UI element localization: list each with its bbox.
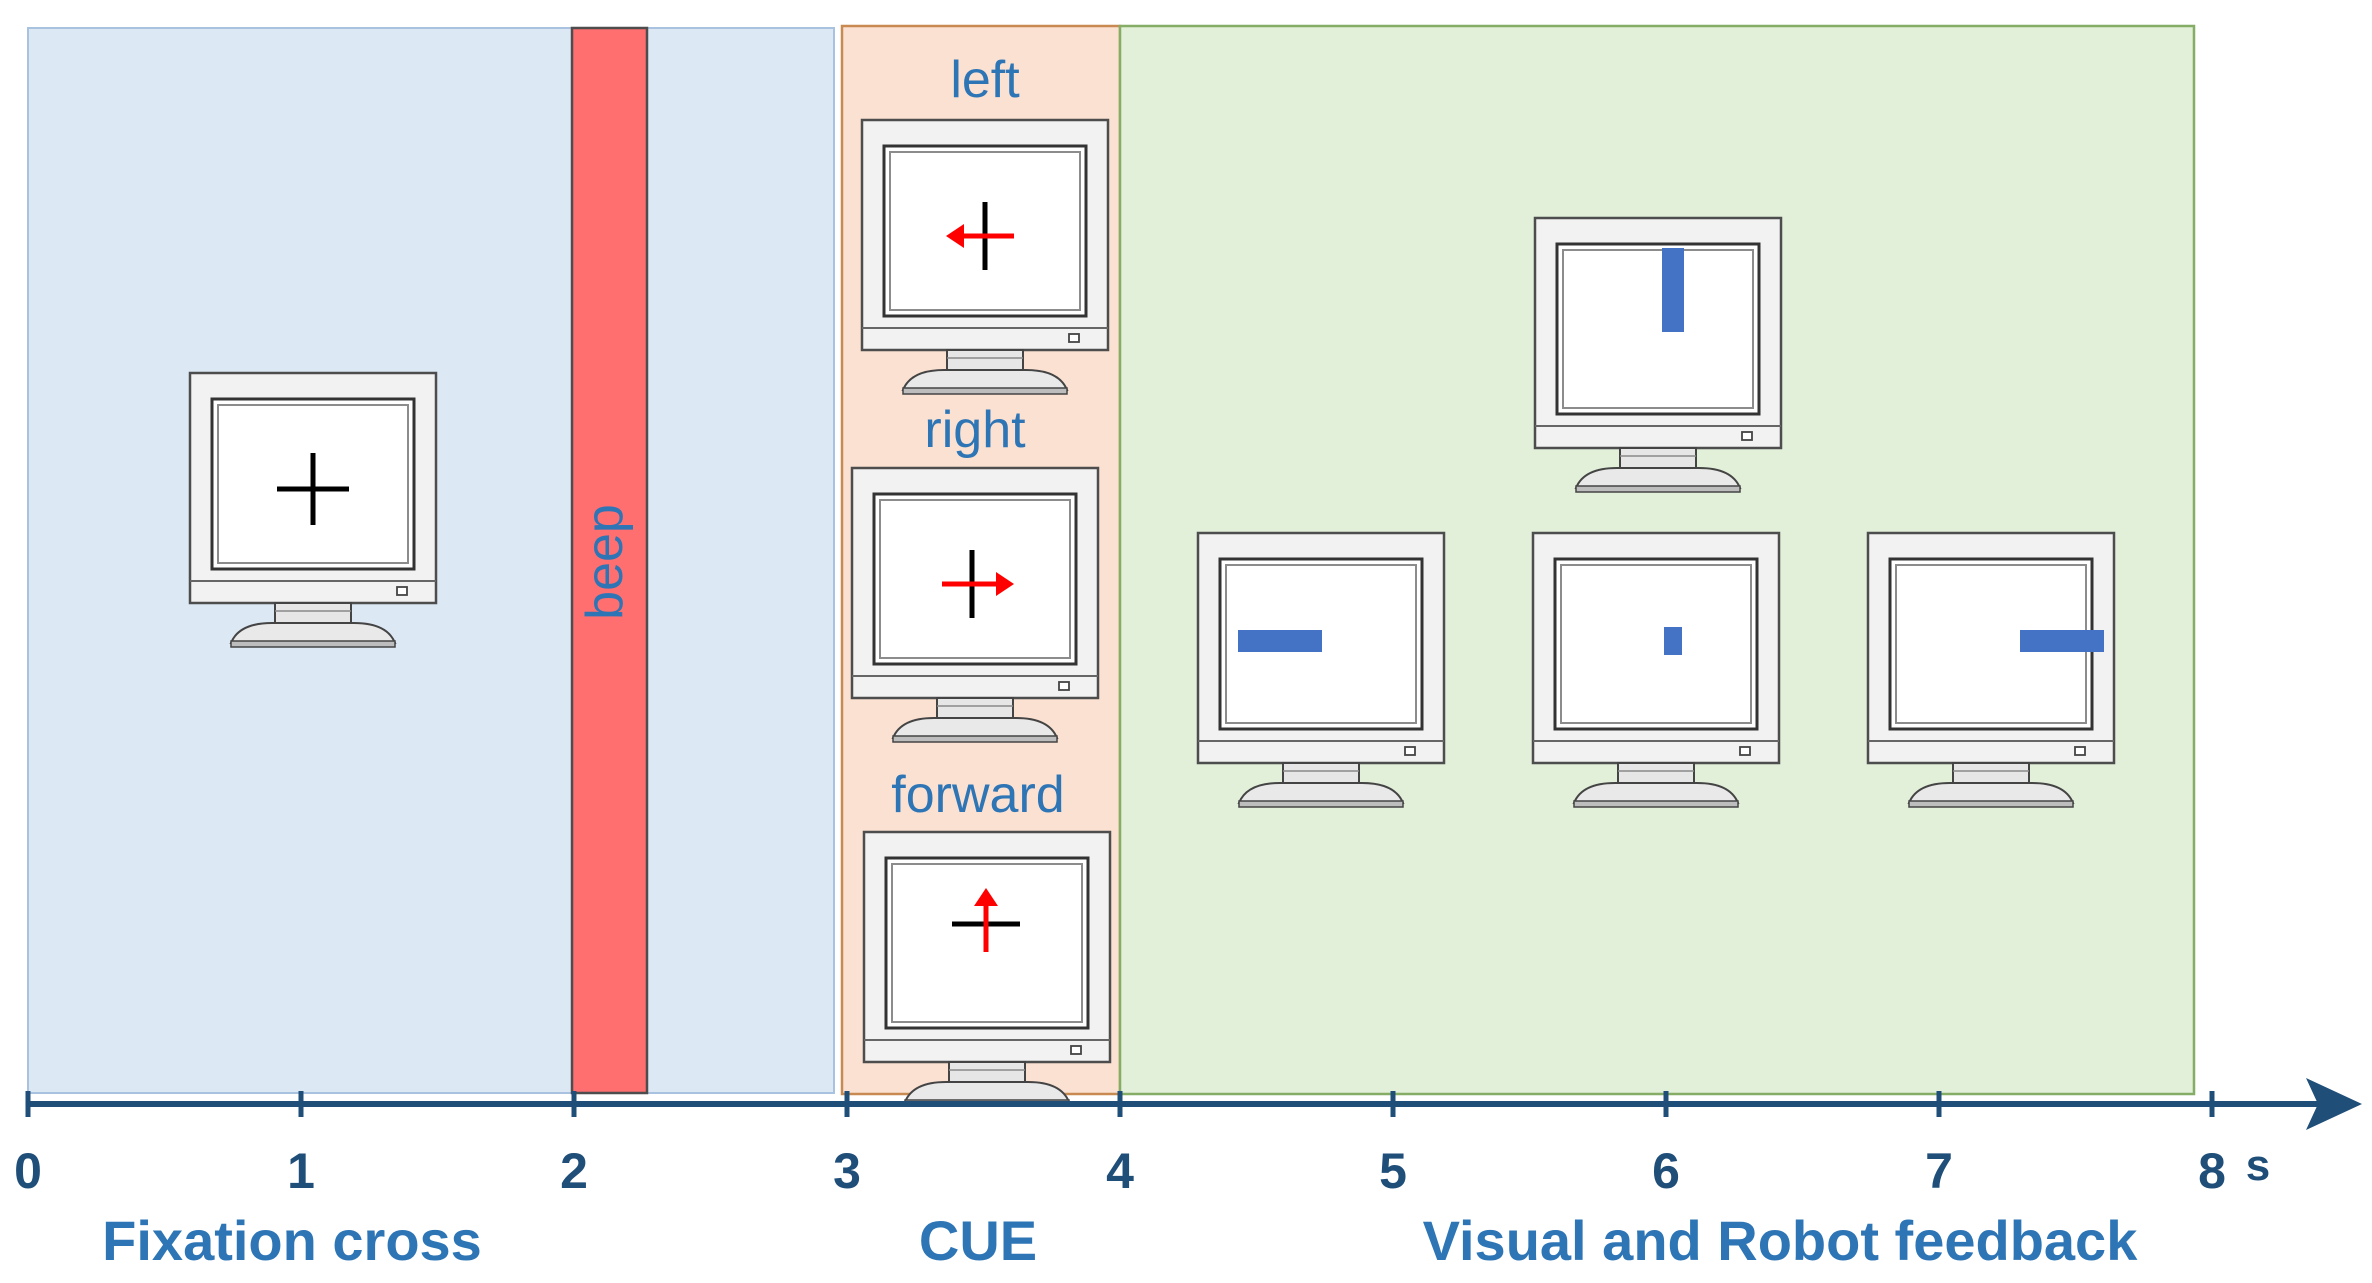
feedback-bar-icon <box>1664 627 1682 655</box>
cue-right-monitor-icon <box>850 466 1100 744</box>
axis-tick-label-1: 1 <box>287 1143 315 1199</box>
axis-tick-label-7: 7 <box>1925 1143 1953 1199</box>
beep-label: beep <box>576 504 634 620</box>
cue-phase-label: CUE <box>919 1209 1037 1272</box>
feedback-bar-icon <box>1238 630 1322 652</box>
axis-tick-label-0: 0 <box>14 1143 42 1199</box>
axis-tick-label-2: 2 <box>560 1143 588 1199</box>
feedback-left-monitor-icon <box>1196 531 1446 809</box>
cue-left-label: left <box>950 51 1020 109</box>
feedback-bar-icon <box>2020 630 2104 652</box>
axis-tick-label-6: 6 <box>1652 1143 1680 1199</box>
feedback-phase-label: Visual and Robot feedback <box>1423 1209 2139 1272</box>
up-arrow-icon <box>952 888 1020 952</box>
axis-unit-label: s <box>2246 1141 2270 1190</box>
cue-forward-monitor-icon <box>862 830 1112 1108</box>
left-arrow-icon <box>946 202 1014 270</box>
axis-tick-label-8: 8 <box>2198 1143 2226 1199</box>
cue-left-monitor-icon <box>860 118 1110 396</box>
axis-tick-label-3: 3 <box>833 1143 861 1199</box>
fixation-monitor-icon <box>188 371 438 649</box>
cue-right-label: right <box>924 401 1026 459</box>
feedback-center-monitor-icon <box>1531 531 1781 809</box>
feedback-forward-monitor-icon <box>1533 216 1783 494</box>
fixation-phase-label: Fixation cross <box>102 1209 482 1272</box>
plus-cross-icon <box>277 453 349 525</box>
axis-tick-label-5: 5 <box>1379 1143 1407 1199</box>
axis-tick-label-4: 4 <box>1106 1143 1134 1199</box>
cue-forward-label: forward <box>891 766 1064 824</box>
right-arrow-icon <box>942 550 1014 618</box>
feedback-right-monitor-icon <box>1866 531 2116 809</box>
feedback-bar-icon <box>1662 248 1684 332</box>
axis-arrowhead-icon <box>2306 1078 2362 1130</box>
beep-bar <box>570 26 649 1095</box>
